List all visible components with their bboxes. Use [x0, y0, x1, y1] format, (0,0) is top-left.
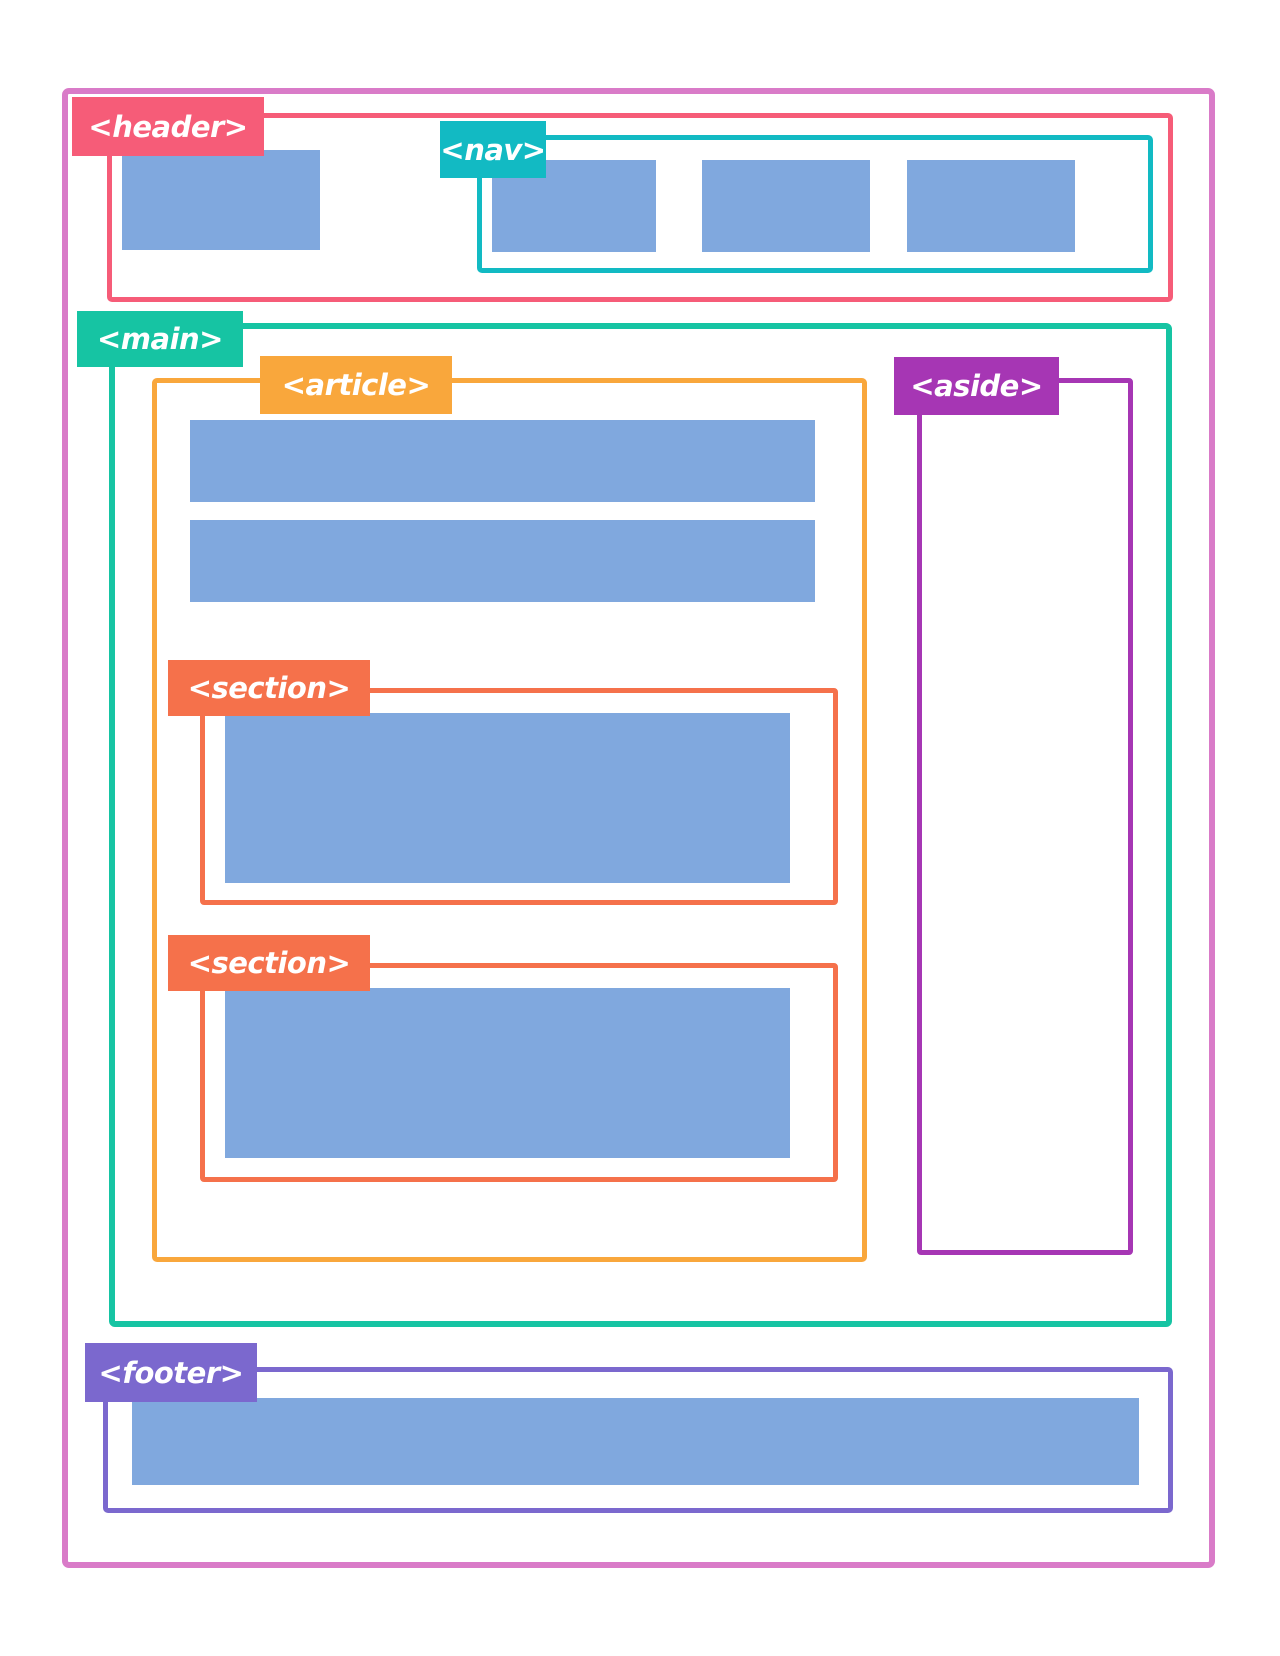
page-outline-box: [62, 88, 1215, 1568]
section-box: [200, 688, 838, 905]
main-box: [109, 323, 1172, 1327]
section-tag-label: <section>: [168, 935, 370, 991]
aside-tag-label: <aside>: [894, 357, 1059, 415]
article-box: [152, 378, 867, 1262]
nav-tag-label: <nav>: [440, 121, 546, 178]
aside-box: [917, 378, 1133, 1255]
nav-item-placeholder: [907, 160, 1075, 252]
article-tag-label: <article>: [260, 356, 452, 414]
section-content-placeholder: [225, 988, 790, 1158]
article-text-placeholder: [190, 520, 815, 602]
section-tag-label: <section>: [168, 660, 370, 716]
footer-box: [103, 1367, 1173, 1513]
header-box: [107, 113, 1173, 302]
article-text-placeholder: [190, 420, 815, 502]
nav-item-placeholder: [702, 160, 870, 252]
section-content-placeholder: [225, 713, 790, 883]
nav-box: [477, 135, 1153, 273]
header-tag-label: <header>: [72, 97, 264, 156]
header-logo-placeholder: [122, 150, 320, 250]
footer-content-placeholder: [132, 1398, 1139, 1485]
footer-tag-label: <footer>: [85, 1343, 257, 1402]
main-tag-label: <main>: [77, 311, 243, 367]
section-box: [200, 963, 838, 1182]
